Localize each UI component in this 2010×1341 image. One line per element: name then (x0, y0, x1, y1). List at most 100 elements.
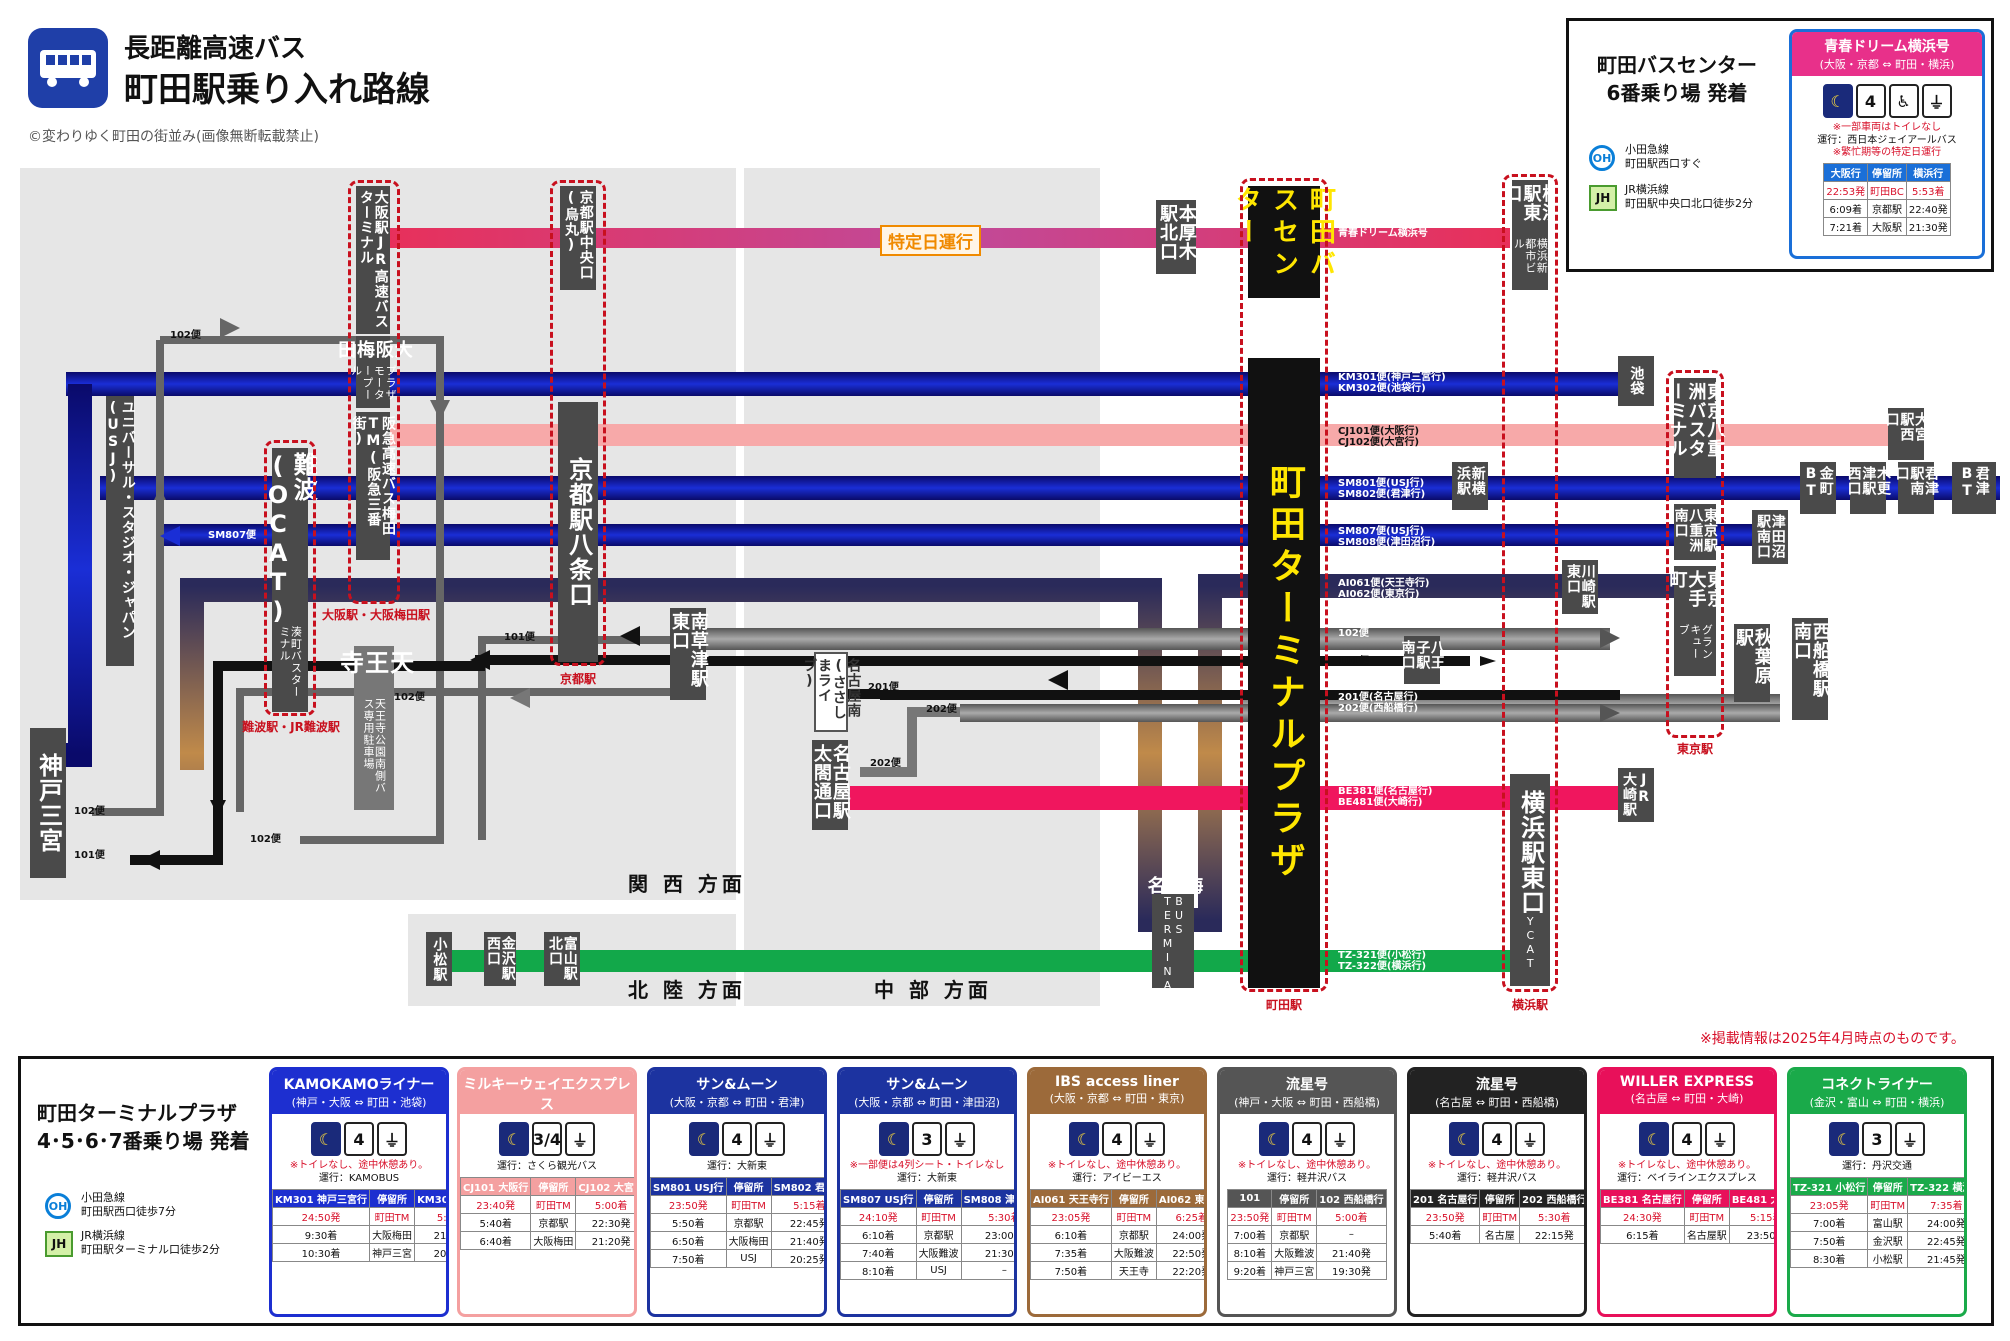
route-ai-line (180, 574, 1700, 932)
card-name: サン&ムーン (696, 1077, 778, 1093)
card-warn: ※トイレなし、途中休憩あり。 (1427, 1160, 1567, 1171)
card-route: (大阪・京都 ⇔ 町田・津田沼) (854, 1096, 1000, 1109)
card-name: コネクトライナー (1821, 1077, 1933, 1093)
route-be-line (850, 786, 1620, 810)
moon-icon: ☾ (1259, 1122, 1289, 1156)
label-seishun: 青春ドリーム横浜号 (1338, 228, 1428, 239)
moon-icon: ☾ (879, 1122, 909, 1156)
label-202-a: 202便 (926, 704, 957, 715)
moon-icon: ☾ (1829, 1122, 1859, 1156)
card-name: 流星号 (1476, 1077, 1518, 1093)
seat-icon: 4 (1102, 1122, 1132, 1156)
station-tsudanuma: 津田沼駅南口 (1752, 510, 1788, 564)
label-be: BE381便(名古屋行)BE481便(大崎行) (1338, 786, 1433, 808)
copyright: ©変わりゆく町田の街並み(画像無断転載禁止) (28, 129, 319, 145)
moon-icon: ☾ (1822, 84, 1853, 118)
card-operator: 運行：ベイラインエクスプレス (1617, 1173, 1757, 1184)
page-title: 町田駅乗り入れ路線 (124, 70, 430, 110)
card-warn: ※トイレなし、途中休憩あり。 (1047, 1160, 1187, 1171)
card-operator: 運行：アイビーエス (1072, 1173, 1162, 1184)
station-osaki: JR大崎駅 (1618, 768, 1654, 822)
outlet-icon: ⏚ (945, 1122, 975, 1156)
moon-icon: ☾ (499, 1122, 529, 1156)
station-machida-tp: 町田ターミナルプラザ (1248, 358, 1320, 988)
label-sm807-left: SM807便 (208, 530, 257, 541)
seat-icon: 3 (912, 1122, 942, 1156)
jr-icon-2: JH (45, 1231, 73, 1257)
card-4: IBS access liner(大阪・京都 ⇔ 町田・東京)☾4⏚※トイレなし… (1027, 1067, 1207, 1317)
hub-osaka-label: 大阪駅・大阪梅田駅 (321, 608, 430, 622)
seat-icon: 4 (1292, 1122, 1322, 1156)
outlet-icon: ⏚ (565, 1122, 595, 1156)
card-warn: ※トイレなし、途中休憩あり。 (1617, 1160, 1757, 1171)
hub-tokyo (1666, 370, 1724, 738)
card-name: ミルキーウェイエクスプレス (463, 1077, 631, 1113)
hub-namba (264, 440, 316, 716)
card-name: WILLER EXPRESS (1619, 1074, 1755, 1090)
station-tennoji: 天王寺天王寺公園南側バス専用駐車場 (335, 646, 414, 810)
card-5: 流星号(神戸・大阪 ⇔ 町田・西船橋)☾4⏚※トイレなし、途中休憩あり。運行：軽… (1217, 1067, 1397, 1317)
label-202-b: 202便 (870, 758, 901, 769)
footnote: ※掲載情報は2025年4月時点のものです。 (1700, 1031, 1965, 1047)
odakyu-access-2: 小田急線 町田駅西口徒歩7分 (81, 1191, 176, 1218)
station-kanazawa: 金沢駅西口 (484, 932, 516, 986)
card-route: (大阪・京都 ⇔ 町田・君津) (669, 1096, 805, 1109)
outlet-icon: ⏚ (1895, 1122, 1925, 1156)
seat-icon: 4 (344, 1122, 374, 1156)
hub-yokohama-label: 横浜駅 (1511, 998, 1548, 1012)
card-3: サン&ムーン(大阪・京都 ⇔ 町田・津田沼)☾3⏚※一部便は4列シート・トイレな… (837, 1067, 1017, 1317)
label-cj: CJ101便(大阪行)CJ102便(大宮行) (1338, 426, 1420, 448)
odakyu-icon: OH (1589, 145, 1615, 171)
outlet-icon: ⏚ (1515, 1122, 1545, 1156)
station-akihabara: 秋葉原駅 (1733, 624, 1773, 702)
card-operator: 運行：KAMOBUS (318, 1173, 400, 1184)
card-name: 青春ドリーム横浜号 (1824, 39, 1950, 55)
label-101: 101便 (1338, 656, 1369, 667)
odakyu-access: 小田急線 町田駅西口すぐ (1625, 143, 1702, 170)
moon-icon: ☾ (1639, 1122, 1669, 1156)
bus-logo-icon (28, 28, 108, 108)
moon-icon: ☾ (1069, 1122, 1099, 1156)
station-hon-atsugi: 本厚木駅北口 (1156, 200, 1197, 274)
label-201-a: 201便 (868, 682, 899, 693)
station-komatsu: 小松駅 (426, 932, 452, 986)
outlet-icon: ⏚ (1325, 1122, 1355, 1156)
machida-bc-info: 町田バスセンター 6番乗り場 発着 OH 小田急線 町田駅西口すぐ JH JR横… (1566, 18, 1994, 272)
hub-machida-label: 町田駅 (1265, 998, 1302, 1012)
route-102-line (670, 628, 1610, 650)
header-subtitle: 長距離高速バス (124, 34, 307, 64)
station-osaka-jr: 大阪駅JR高速バスターミナル (356, 186, 390, 334)
label-102-d: 102便 (250, 834, 281, 845)
station-kyoto-hachijo: 京都駅八条口 (558, 402, 598, 662)
card-warn: ※一部便は4列シート・トイレなし (849, 1160, 1005, 1171)
card-1: ミルキーウェイエクスプレス(大阪・京都 ⇔ 町田・大宮)☾3/4⏚運行：さくら観… (457, 1067, 637, 1317)
terminal-plaza-info: 町田ターミナルプラザ 4･5･6･7番乗り場 発着 OH 小田急線 町田駅西口徒… (18, 1056, 1994, 1326)
station-kyoto-karasuma: 京都駅中央口(烏丸) (560, 186, 596, 290)
station-kisarazu: 君津駅南口 (1894, 462, 1939, 514)
card-operator: 運行：軽井沢バス (1267, 1173, 1347, 1184)
station-tokyo-otemachi: 東京大手町グランキューブ (1667, 566, 1725, 676)
station-kobe: 神戸三宮 (30, 728, 66, 878)
moon-icon: ☾ (1449, 1122, 1479, 1156)
card-route: (金沢・富山 ⇔ 町田・横浜) (1809, 1096, 1945, 1109)
